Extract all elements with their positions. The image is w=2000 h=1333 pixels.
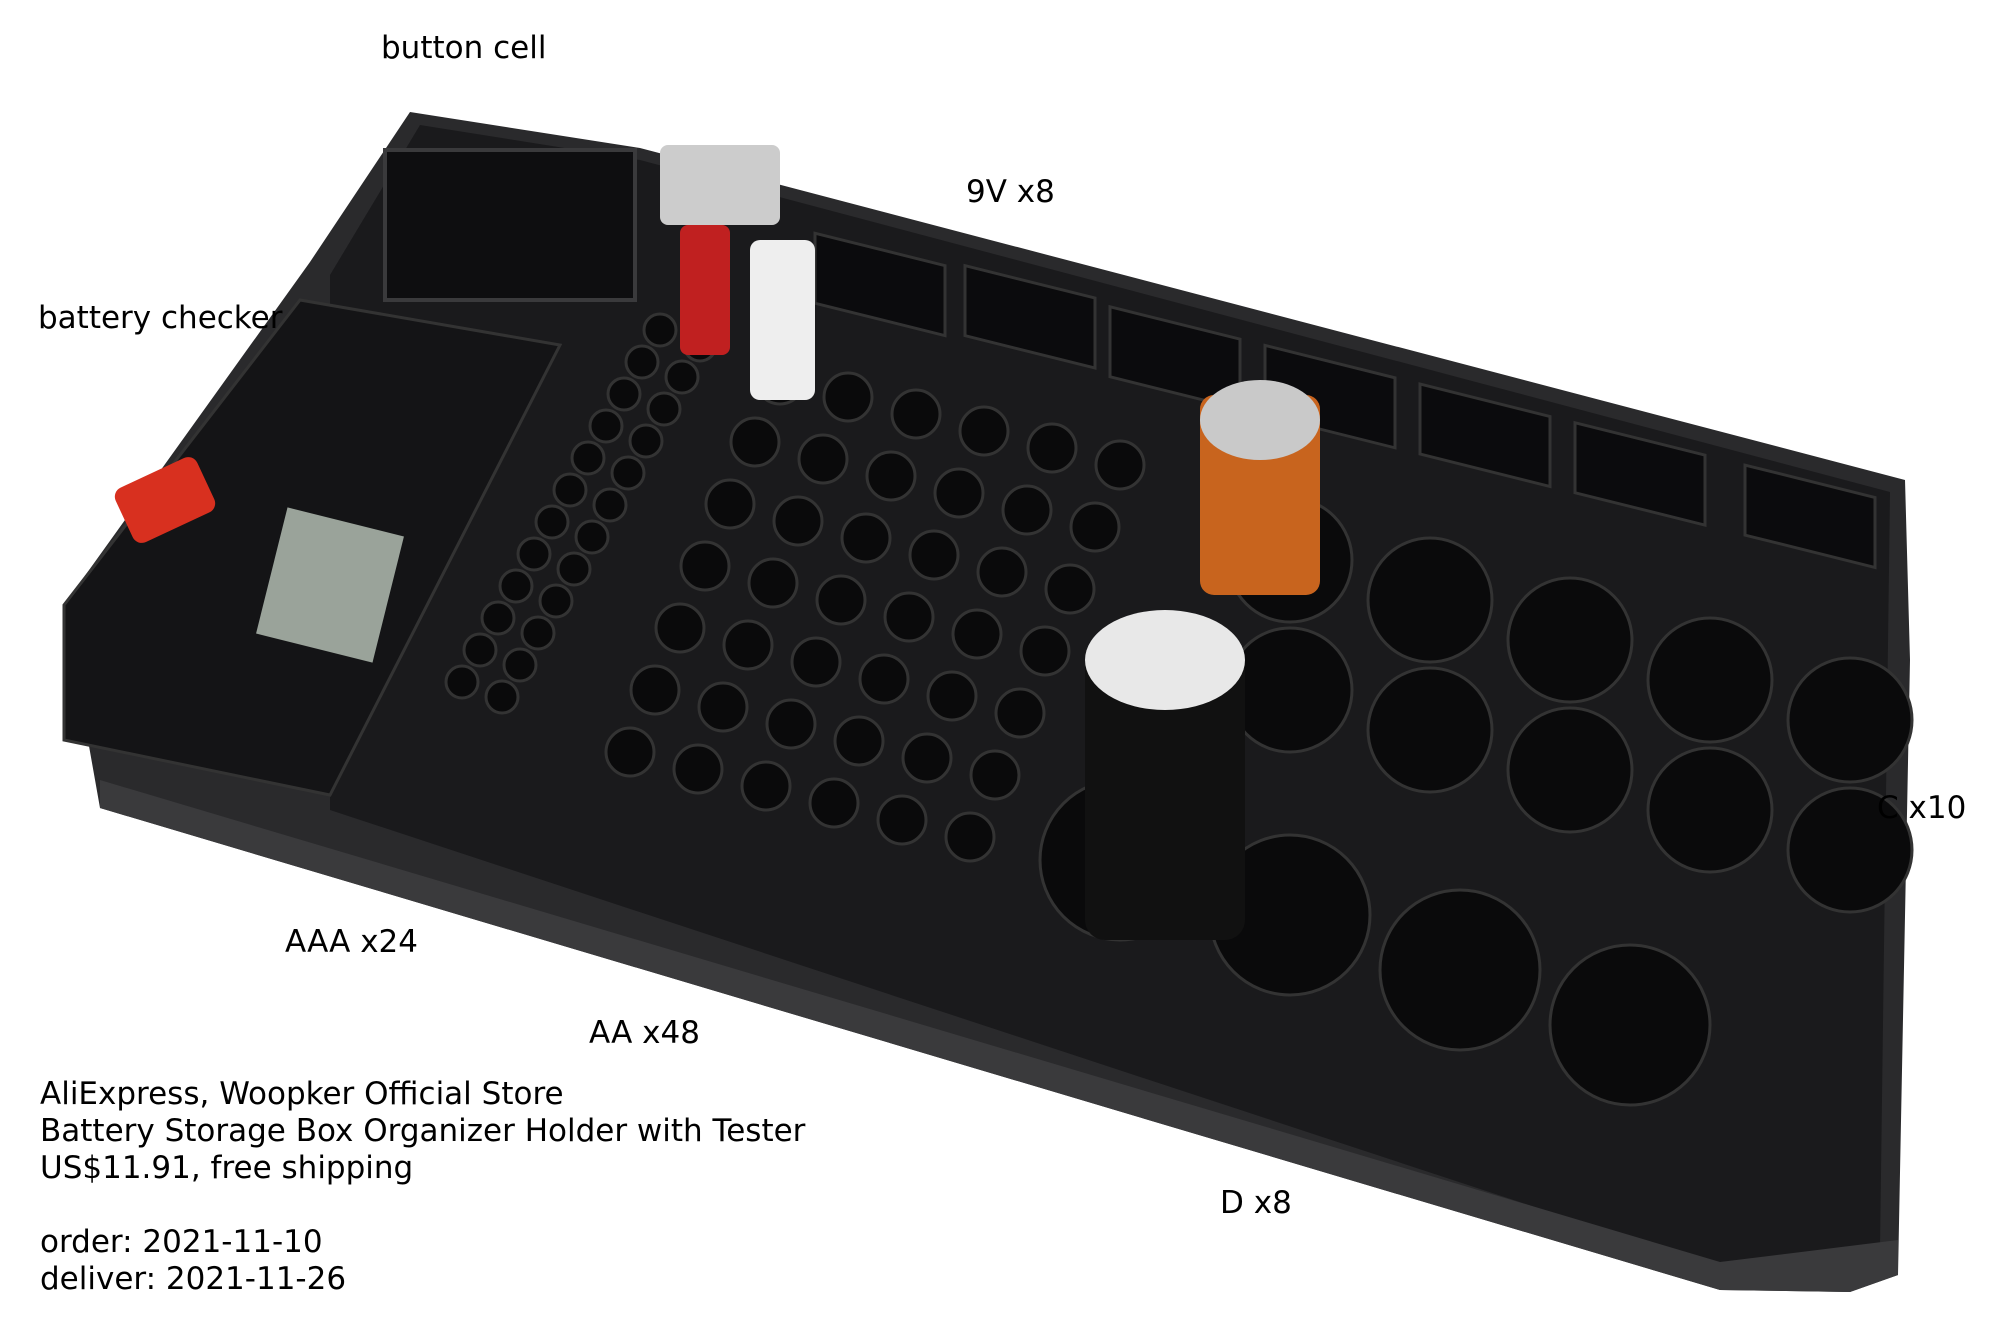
aaa-hole bbox=[664, 359, 700, 395]
label-9v: 9V x8 bbox=[966, 174, 1055, 210]
aa-hole bbox=[958, 405, 1010, 457]
nine-volt-slots bbox=[813, 231, 1877, 570]
aa-hole bbox=[833, 715, 885, 767]
label-d: D x8 bbox=[1220, 1185, 1292, 1221]
aaa-hole bbox=[642, 312, 678, 348]
aa-hole bbox=[604, 726, 656, 778]
aa-hole bbox=[901, 732, 953, 784]
label-aa: AA x48 bbox=[589, 1015, 700, 1051]
aa-hole bbox=[797, 433, 849, 485]
aa-hole bbox=[654, 602, 706, 654]
aaa-hole bbox=[534, 504, 570, 540]
aa-hole bbox=[1069, 501, 1121, 553]
aa-hole bbox=[865, 450, 917, 502]
aa-hole bbox=[908, 529, 960, 581]
c-hole bbox=[1506, 576, 1634, 704]
aa-hole bbox=[858, 653, 910, 705]
d-hole bbox=[1378, 888, 1542, 1052]
aa-hole bbox=[1001, 484, 1053, 536]
c-hole bbox=[1366, 536, 1494, 664]
aa-hole bbox=[976, 546, 1028, 598]
c-hole bbox=[1786, 786, 1914, 914]
c-hole bbox=[1366, 666, 1494, 794]
aa-hole bbox=[729, 416, 781, 468]
aaa-hole bbox=[520, 615, 556, 651]
label-c: C x10 bbox=[1877, 790, 1967, 826]
c-hole bbox=[1646, 616, 1774, 744]
aaa-hole bbox=[556, 551, 592, 587]
aa-hole bbox=[969, 749, 1021, 801]
aa-hole bbox=[890, 388, 942, 440]
aa-hole bbox=[951, 608, 1003, 660]
aa-hole bbox=[1044, 563, 1096, 615]
aaa-hole bbox=[610, 455, 646, 491]
store-name: AliExpress, Woopker Official Store bbox=[40, 1076, 564, 1112]
aa-hole bbox=[840, 512, 892, 564]
aaa-hole bbox=[462, 632, 498, 668]
aa-hole bbox=[704, 478, 756, 530]
button-cell-compartments bbox=[383, 148, 637, 302]
aa-hole bbox=[740, 760, 792, 812]
aa-hole bbox=[876, 794, 928, 846]
c-hole bbox=[1646, 746, 1774, 874]
aaa-hole bbox=[592, 487, 628, 523]
aaa-hole bbox=[516, 536, 552, 572]
battery-checker bbox=[62, 298, 563, 797]
deliver-date: deliver: 2021-11-26 bbox=[40, 1261, 347, 1297]
aaa-hole bbox=[480, 600, 516, 636]
c-hole bbox=[1506, 706, 1634, 834]
aa-hole bbox=[994, 687, 1046, 739]
aa-hole bbox=[722, 619, 774, 671]
label-battery-checker: battery checker bbox=[38, 300, 283, 336]
aa-hole bbox=[883, 591, 935, 643]
aa-hole bbox=[1026, 422, 1078, 474]
c-hole bbox=[1786, 656, 1914, 784]
aaa-hole bbox=[570, 440, 606, 476]
aa-hole bbox=[944, 811, 996, 863]
aaa-hole bbox=[502, 647, 538, 683]
aa-hole bbox=[1094, 439, 1146, 491]
label-aaa: AAA x24 bbox=[285, 924, 418, 960]
aaa-hole bbox=[588, 408, 624, 444]
aa-hole bbox=[808, 777, 860, 829]
aaa-hole bbox=[624, 344, 660, 380]
aaa-hole bbox=[444, 664, 480, 700]
sample-batteries bbox=[660, 145, 1320, 940]
aa-hole bbox=[697, 681, 749, 733]
aa-hole bbox=[679, 540, 731, 592]
aa-hole bbox=[933, 467, 985, 519]
aaa-hole bbox=[628, 423, 664, 459]
aa-hole bbox=[672, 743, 724, 795]
aaa-hole bbox=[484, 679, 520, 715]
product-info: AliExpress, Woopker Official Store Batte… bbox=[40, 1076, 805, 1298]
d-hole bbox=[1548, 943, 1712, 1107]
aa-hole bbox=[822, 371, 874, 423]
aa-hole bbox=[926, 670, 978, 722]
aaa-hole bbox=[552, 472, 588, 508]
price: US$11.91, free shipping bbox=[40, 1150, 414, 1186]
aa-hole bbox=[790, 636, 842, 688]
c-hole bbox=[1226, 626, 1354, 754]
aaa-hole bbox=[574, 519, 610, 555]
aa-hole bbox=[1019, 625, 1071, 677]
aa-hole bbox=[629, 664, 681, 716]
product-name: Battery Storage Box Organizer Holder wit… bbox=[40, 1113, 806, 1149]
cell-holes bbox=[444, 312, 1914, 1107]
aa-hole bbox=[765, 698, 817, 750]
aa-hole bbox=[815, 574, 867, 626]
aa-hole bbox=[772, 495, 824, 547]
label-button-cell: button cell bbox=[381, 30, 547, 66]
aa-hole bbox=[747, 557, 799, 609]
aaa-hole bbox=[498, 568, 534, 604]
aaa-hole bbox=[606, 376, 642, 412]
aaa-hole bbox=[538, 583, 574, 619]
order-date: order: 2021-11-10 bbox=[40, 1224, 323, 1260]
aaa-hole bbox=[646, 391, 682, 427]
